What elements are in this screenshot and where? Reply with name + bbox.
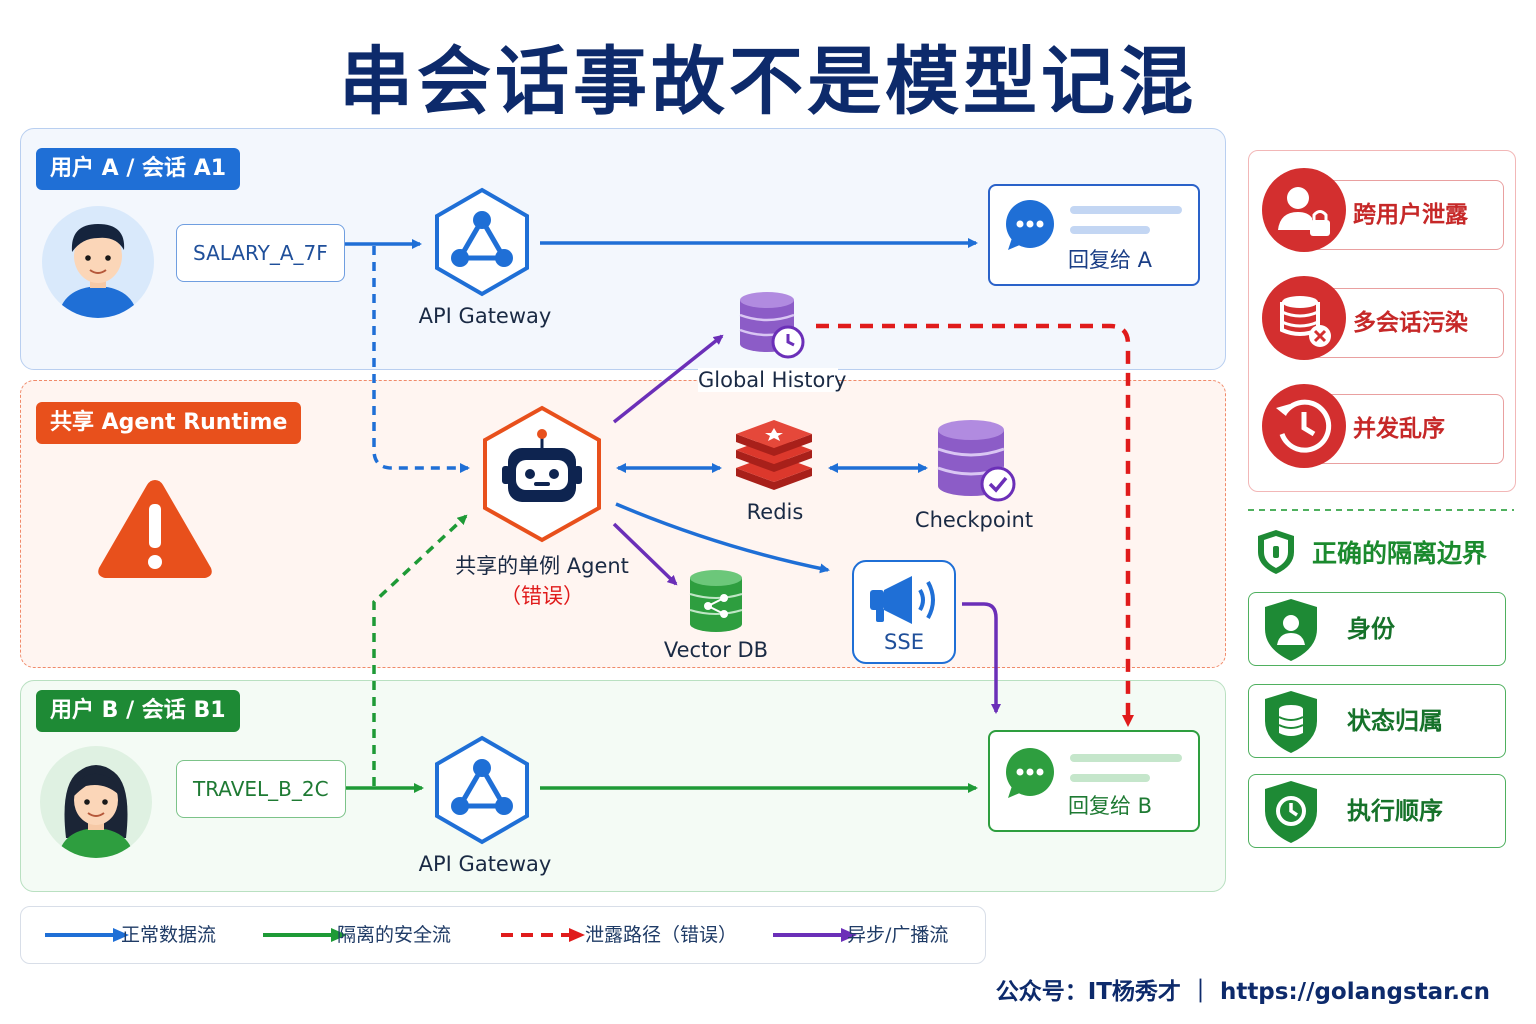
arrow-a-to-agent: [372, 246, 470, 473]
reply-line-placeholder: [1070, 754, 1182, 762]
database-x-icon: [1262, 276, 1346, 360]
sse-node: SSE: [852, 560, 956, 664]
arrow-agent-to-global-history: [612, 334, 724, 424]
reply-a-label: 回复给 A: [1068, 248, 1153, 272]
legend-swatch-normal: [45, 928, 129, 942]
redis-label: Redis: [746, 500, 804, 524]
api-gateway-b-label: API Gateway: [418, 852, 552, 876]
user-b-avatar: [40, 746, 152, 858]
page-title: 串会话事故不是模型记混: [339, 39, 1197, 125]
arrow-agent-to-vector-db: [612, 522, 678, 586]
legend-swatch-async: [773, 928, 857, 942]
boundary-item-execution-order: 执行顺序: [1248, 774, 1506, 848]
session-token-a: SALARY_A_7F: [176, 224, 345, 282]
megaphone-icon: [870, 576, 935, 624]
reply-b-label: 回复给 B: [1068, 794, 1153, 818]
shared-agent-error-label: （错误）: [500, 584, 584, 608]
api-gateway-b-icon: [432, 734, 532, 846]
warning-icon: [94, 474, 216, 582]
shared-runtime-panel: [20, 380, 1226, 668]
arrow-b-to-agent: [372, 514, 468, 786]
user-a-avatar: [42, 206, 154, 318]
arrow-sse-to-reply-b: [962, 602, 1001, 714]
footer-credit: 公众号：IT杨秀才 ｜ https://golangstar.cn: [995, 979, 1490, 1005]
reply-line-placeholder: [1070, 206, 1182, 214]
chat-bubble-icon: [1006, 748, 1054, 798]
redis-icon: [734, 420, 814, 492]
legend-label-normal: 正常数据流: [121, 924, 217, 946]
api-gateway-a-label: API Gateway: [418, 304, 552, 328]
boundary-title: 正确的隔离边界: [1312, 539, 1488, 568]
reply-line-placeholder: [1070, 774, 1150, 782]
checkpoint-label: Checkpoint: [914, 508, 1034, 532]
sse-label: SSE: [884, 630, 924, 654]
global-history-database-icon: [736, 290, 806, 360]
vector-db-label: Vector DB: [663, 638, 769, 662]
reply-line-placeholder: [1070, 226, 1150, 234]
reply-a-card: 回复给 A: [988, 184, 1200, 286]
legend-swatch-leak: [501, 928, 585, 942]
boundary-label: 状态归属: [1347, 707, 1443, 735]
user-a-session-tag: 用户 A / 会话 A1: [36, 148, 241, 190]
shared-runtime-tag: 共享 Agent Runtime: [36, 402, 302, 444]
vector-db-icon: [686, 568, 746, 634]
api-gateway-a-icon: [432, 186, 532, 298]
shield-clock-icon: [1265, 781, 1317, 843]
boundary-item-identity: 身份: [1248, 592, 1506, 666]
boundary-divider: [1248, 509, 1514, 511]
legend-swatch-isolated: [263, 928, 347, 942]
chat-bubble-icon: [1006, 200, 1054, 250]
shared-agent-icon: [480, 404, 604, 544]
arrow-agent-to-sse: [615, 502, 830, 574]
boundary-label: 身份: [1347, 615, 1395, 643]
user-b-session-tag: 用户 B / 会话 B1: [36, 690, 240, 732]
shield-database-icon: [1265, 691, 1317, 753]
clock-history-icon: [1262, 384, 1346, 468]
legend-label-async: 异步/广播流: [847, 924, 949, 946]
reply-b-card: 回复给 B: [988, 730, 1200, 832]
legend-label-isolated: 隔离的安全流: [337, 924, 452, 946]
shared-agent-label: 共享的单例 Agent: [455, 554, 629, 578]
legend: 正常数据流 隔离的安全流 泄露路径（错误） 异步/广播流: [20, 906, 986, 964]
risk-label: 跨用户泄露: [1353, 202, 1468, 228]
boundary-item-state-ownership: 状态归属: [1248, 684, 1506, 758]
risk-label: 并发乱序: [1353, 416, 1445, 442]
boundary-label: 执行顺序: [1347, 797, 1443, 825]
shield-user-icon: [1265, 599, 1317, 661]
session-token-b: TRAVEL_B_2C: [176, 760, 346, 818]
shield-icon: [1254, 528, 1298, 576]
risk-label: 多会话污染: [1353, 310, 1468, 336]
checkpoint-database-icon: [934, 418, 1018, 502]
leak-path-global-history-to-reply-b: [816, 323, 1134, 727]
legend-label-leak: 泄露路径（错误）: [585, 924, 738, 946]
user-lock-icon: [1262, 168, 1346, 252]
global-history-label: Global History: [698, 368, 847, 392]
